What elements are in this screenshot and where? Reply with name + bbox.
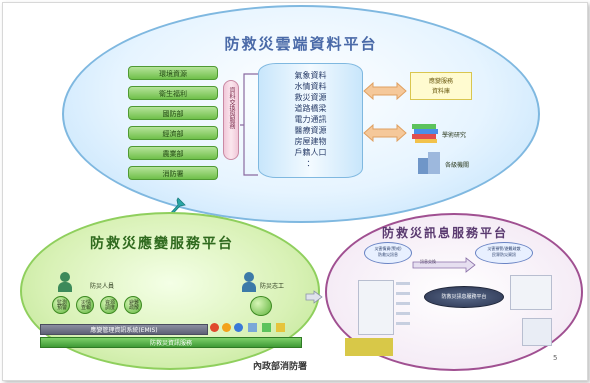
data-exchange-pill: 資料交換與服務 [223, 80, 239, 160]
slide-caption: 內政部消防署 [253, 362, 308, 372]
info-right-panel [510, 275, 552, 310]
brace-connector [240, 73, 258, 176]
cloud-platform-title: 防救災雲端資料平台 [224, 35, 378, 53]
agency-button: 經濟部 [128, 126, 218, 140]
service-bar: 防救災資訊服務 [40, 337, 302, 348]
double-arrow-top [363, 82, 407, 100]
volunteer-label: 防災志工 [260, 283, 285, 290]
service-database-box: 應變服務 資料庫 [410, 72, 472, 100]
info-bottom-left-block [345, 338, 393, 356]
info-right-phone-panel [522, 318, 552, 346]
app-icons-row [210, 322, 300, 334]
function-circle-label: 資源 調度 [104, 300, 115, 311]
staff-label: 防災人員 [90, 283, 115, 290]
info-exchange-arrow [412, 257, 476, 273]
volunteer-circle [250, 296, 272, 316]
service-database-label: 應變服務 資料庫 [428, 78, 453, 95]
info-left-panel [358, 280, 394, 335]
agency-button: 衛生福利 [128, 86, 218, 100]
database-items: 氣象資料 水情資料 救災資源 道路橋梁 電力通訊 醫療資源 房屋建物 戶籍人口 … [294, 71, 327, 168]
info-platform-title: 防救災訊息服務平台 [382, 226, 509, 240]
academic-label: 學術研究 [442, 132, 467, 139]
info-exchange-label: 訊息交換 [420, 259, 436, 264]
emis-bar: 應變管理資訊系統(EMIS) [40, 324, 208, 335]
info-center-node: 防救災訊息服務平台 [424, 286, 504, 308]
info-top-left-box: 災害情資(警戒) 防救災訊息 [364, 242, 412, 264]
response-platform-title: 防救災應變服務平台 [90, 236, 234, 252]
function-circle: 資源 調度 [100, 296, 118, 314]
function-circle-label: 避難 疏散 [128, 300, 139, 311]
agencies-label: 各級機關 [445, 162, 470, 169]
double-arrow-bottom [363, 124, 407, 142]
function-circle: 避難 疏散 [124, 296, 142, 314]
info-list-icons [396, 278, 414, 338]
data-exchange-label: 資料交換與服務 [228, 87, 235, 129]
building-icon [418, 152, 442, 174]
agency-button: 環境資源 [128, 66, 218, 80]
function-circle: 監測 預警 [52, 296, 70, 314]
agency-button: 國防部 [128, 106, 218, 120]
function-circle-label: 監測 預警 [56, 300, 67, 311]
agency-button: 消防署 [128, 166, 218, 180]
gray-right-arrow [305, 290, 323, 304]
function-circle-label: 災情 查報 [80, 300, 91, 311]
page-number: 5 [553, 354, 558, 362]
database-cylinder: 氣象資料 水情資料 救災資源 道路橋梁 電力通訊 醫療資源 房屋建物 戶籍人口 … [258, 63, 363, 178]
books-icon [412, 122, 440, 144]
function-circle: 災情 查報 [76, 296, 94, 314]
info-top-right-box: 災害預警/避難疏散 民眾防災資訊 [475, 242, 533, 264]
agency-button: 農業部 [128, 146, 218, 160]
